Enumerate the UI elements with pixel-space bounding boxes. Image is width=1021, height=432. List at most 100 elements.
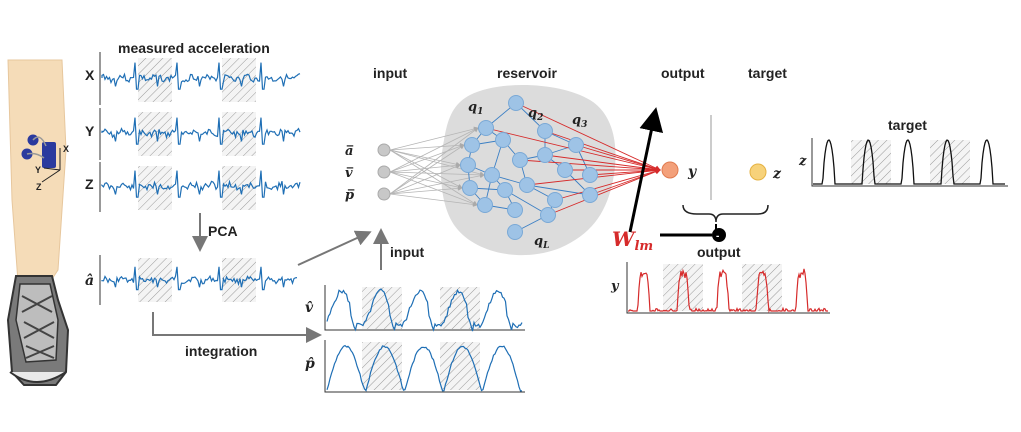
output-plot <box>626 262 830 314</box>
output-node-y <box>661 161 679 179</box>
output-plot-ylabel: y <box>610 279 620 294</box>
reservoir-node <box>568 137 584 153</box>
output-header: output <box>661 65 705 81</box>
input-arrow-label: input <box>390 244 425 260</box>
signal-output-y <box>628 268 828 314</box>
sensor-x-label: X <box>63 144 69 154</box>
w-lm-label: Wlm <box>612 227 653 254</box>
reservoir-node <box>497 182 513 198</box>
input-edge <box>389 163 461 173</box>
acceleration-y-panel <box>99 108 301 160</box>
input-edge <box>389 171 478 206</box>
acceleration-x-panel <box>99 52 301 105</box>
readout-edge <box>544 154 661 173</box>
input-edge <box>389 171 485 178</box>
measured-acceleration-title: measured acceleration <box>118 40 270 56</box>
target-node-z <box>749 163 767 181</box>
axis-z-label: Z <box>85 176 94 192</box>
signal-target-z <box>813 139 1005 185</box>
acceleration-z-panel <box>99 162 301 212</box>
sensor-z-label: Z <box>36 182 42 192</box>
readout-edge <box>589 168 661 196</box>
input-edge <box>389 142 465 151</box>
reservoir-node <box>507 202 523 218</box>
pca-label: PCA <box>208 223 238 239</box>
v-hat-panel <box>324 285 525 332</box>
qL-label: qL <box>534 234 549 251</box>
a-hat-to-input-arrow <box>297 230 372 266</box>
reservoir-nodes <box>460 95 598 240</box>
signal-z <box>101 170 301 198</box>
minus-label: - <box>716 231 719 242</box>
sensor-y-label: Y <box>35 165 41 175</box>
input-edge <box>389 185 463 195</box>
z-node-label: z <box>772 166 782 182</box>
input-edge <box>389 144 465 173</box>
reservoir-node <box>537 123 553 139</box>
reservoir-edge <box>504 189 549 216</box>
reservoir-node <box>557 162 573 178</box>
reservoir-node <box>582 187 598 203</box>
input-edge <box>389 164 461 195</box>
reservoir-node <box>537 147 553 163</box>
readout-edge <box>544 130 661 172</box>
v-bar-label: v̅ <box>345 166 353 181</box>
reservoir-node <box>484 167 500 183</box>
v-hat-label: v̂ <box>305 300 314 316</box>
reservoir-node <box>582 167 598 183</box>
integration-arrow <box>152 312 322 343</box>
reservoir-node <box>547 192 563 208</box>
input-edge <box>389 126 479 151</box>
readout-edge <box>589 167 661 176</box>
input-edge <box>389 171 463 190</box>
input-edge <box>389 173 485 195</box>
signal-p-hat <box>326 344 523 392</box>
comparison-brace <box>682 204 769 223</box>
input-node-v <box>377 165 391 179</box>
q1-label: q1 <box>468 100 483 117</box>
input-header: input <box>373 65 408 81</box>
input-node-a <box>377 143 391 157</box>
input-edge <box>389 144 465 195</box>
reservoir-node <box>464 137 480 153</box>
weight-update-arrow <box>628 107 664 233</box>
signal-a-hat <box>101 266 298 291</box>
reservoir-node <box>540 207 556 223</box>
reservoir-header: reservoir <box>497 65 557 81</box>
input-edge <box>389 149 461 167</box>
reservoir-node <box>462 180 478 196</box>
reservoir-node <box>508 95 524 111</box>
accelerometer-icon <box>21 134 61 183</box>
target-header: target <box>748 65 787 81</box>
input-edge <box>389 149 478 206</box>
axis-y-label: Y <box>85 123 95 139</box>
input-edge <box>389 127 479 195</box>
input-edge <box>389 193 478 207</box>
signal-v-hat <box>326 288 523 332</box>
p-hat-panel <box>324 340 525 393</box>
readout-edge <box>515 102 661 171</box>
q3-label: q3 <box>572 113 587 130</box>
signal-y <box>101 117 301 145</box>
target-plot-title: target <box>888 117 927 133</box>
leg-icon: X Y Z <box>7 59 69 283</box>
target-plot <box>811 138 1008 187</box>
readout-edge <box>575 144 661 172</box>
minus-junction <box>712 228 726 242</box>
q2-label: q2 <box>528 106 543 123</box>
reservoir-node <box>478 120 494 136</box>
input-edge <box>389 127 479 173</box>
axis-x-label: X <box>85 67 95 83</box>
input-node-p <box>377 187 391 201</box>
signal-x <box>101 62 301 90</box>
a-bar-label: a̅ <box>345 144 353 159</box>
a-hat-panel <box>99 255 298 305</box>
a-hat-label: â <box>85 273 94 289</box>
y-node-label: y <box>687 164 697 180</box>
reservoir-node <box>519 177 535 193</box>
reservoir-node <box>477 197 493 213</box>
output-plot-title: output <box>697 244 741 260</box>
p-bar-label: p̅ <box>345 188 354 203</box>
reservoir-node <box>460 157 476 173</box>
